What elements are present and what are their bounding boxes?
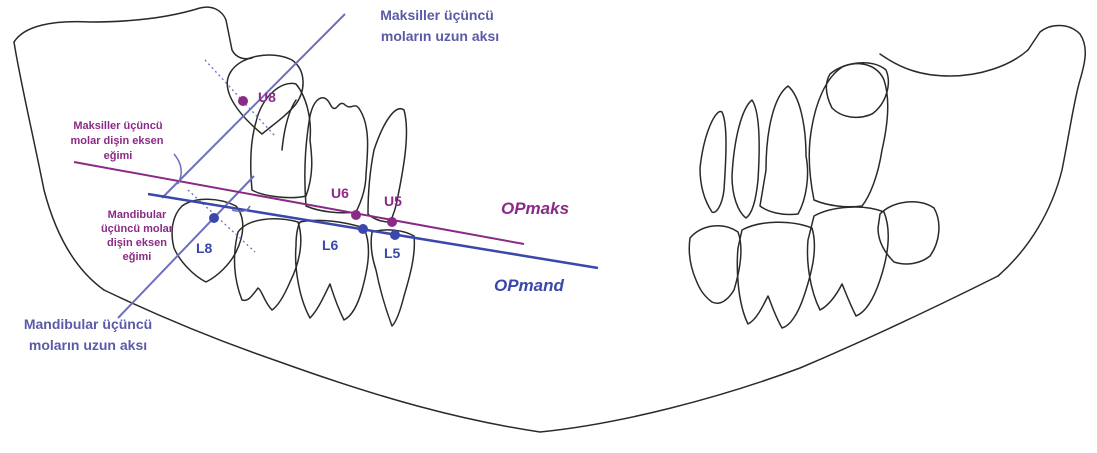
point-label-u5: U5: [384, 193, 402, 209]
maxillary-axis-title: Maksiller üçüncü moların uzun aksı: [380, 7, 499, 44]
right-teeth: [689, 63, 939, 328]
svg-text:molar dişin eksen: molar dişin eksen: [71, 135, 164, 147]
svg-text:Mandibular üçüncü: Mandibular üçüncü: [24, 316, 152, 332]
tooth-lower-first-molar: [296, 220, 369, 320]
svg-text:Mandibular: Mandibular: [108, 209, 167, 221]
point-u6: [351, 210, 361, 220]
svg-text:moların uzun aksı: moların uzun aksı: [29, 337, 147, 353]
point-u5: [387, 217, 397, 227]
point-l5: [390, 230, 400, 240]
left-teeth: [172, 55, 414, 326]
plane-label-opmand: OPmand: [494, 276, 565, 295]
point-u8: [238, 96, 248, 106]
point-l6: [358, 224, 368, 234]
point-l8: [209, 213, 219, 223]
plane-label-opmaks: OPmaks: [501, 199, 569, 218]
svg-text:eğimi: eğimi: [123, 251, 152, 263]
svg-text:eğimi: eğimi: [104, 150, 133, 162]
point-label-l6: L6: [322, 237, 339, 253]
svg-text:dişin eksen: dişin eksen: [107, 237, 167, 249]
maxillary-third-molar-long-axis: [162, 14, 345, 198]
point-label-l8: L8: [196, 240, 213, 256]
point-label-l5: L5: [384, 245, 401, 261]
mandibular-axis-title: Mandibular üçüncü moların uzun aksı: [24, 316, 152, 353]
svg-text:Maksiller üçüncü: Maksiller üçüncü: [73, 120, 162, 132]
maxillary-angle-annotation: Maksiller üçüncü molar dişin eksen eğimi: [71, 120, 164, 162]
long-axes: [118, 14, 345, 318]
point-label-u6: U6: [331, 185, 349, 201]
mandibular-angle-annotation: Mandibular üçüncü molar dişin eksen eğim…: [101, 209, 174, 263]
svg-text:moların uzun aksı: moların uzun aksı: [381, 28, 499, 44]
svg-text:üçüncü molar: üçüncü molar: [101, 223, 174, 235]
tooth-lower-second-molar: [235, 219, 301, 310]
svg-text:Maksiller üçüncü: Maksiller üçüncü: [380, 7, 494, 23]
point-label-u8: U8: [258, 89, 276, 105]
